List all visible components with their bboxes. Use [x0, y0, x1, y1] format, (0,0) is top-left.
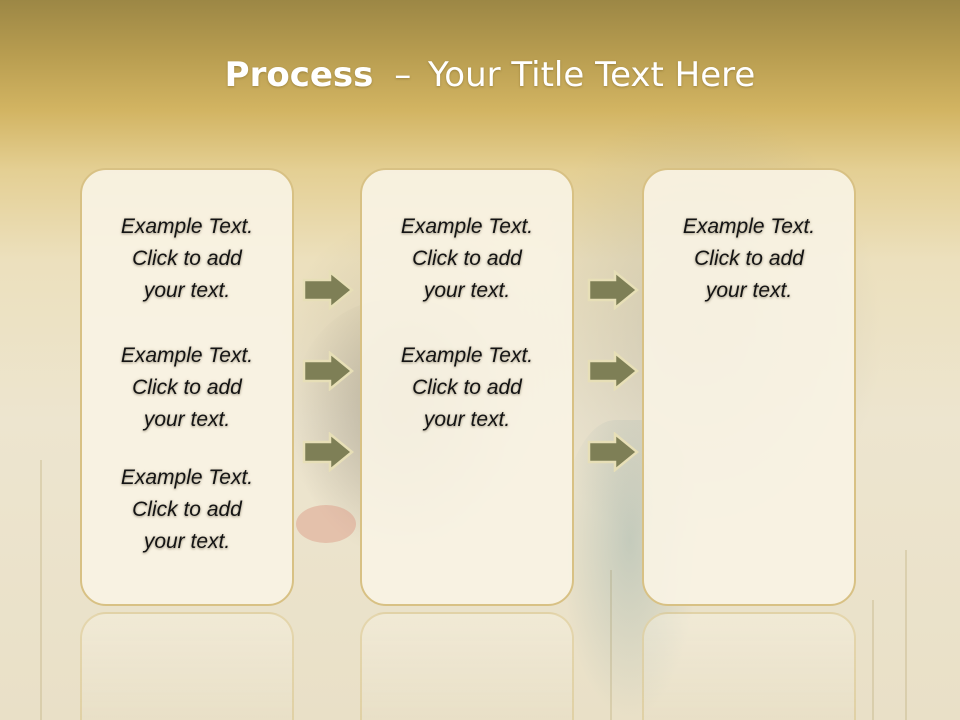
text-line: Example Text. [400, 344, 534, 367]
slide-title[interactable]: Process – Your Title Text Here [0, 52, 960, 98]
box-reflection [80, 612, 294, 720]
text-line: Example Text. [682, 215, 816, 238]
text-placeholder[interactable]: Example Text. Click to add your text. [362, 340, 572, 436]
text-line: your text. [423, 408, 511, 431]
text-placeholder[interactable]: Example Text. Click to add your text. [82, 340, 292, 436]
text-line: Click to add [412, 247, 522, 270]
grass-blade [905, 550, 907, 720]
process-box-2[interactable]: Example Text. Click to add your text. Ex… [360, 168, 574, 606]
text-line: Example Text. [120, 466, 254, 489]
text-line: your text. [143, 279, 231, 302]
text-line: Example Text. [400, 215, 534, 238]
text-line: Example Text. [120, 344, 254, 367]
text-placeholder[interactable]: Example Text. Click to add your text. [362, 211, 572, 307]
title-text: Your Title Text Here [428, 55, 756, 95]
text-line: Click to add [412, 376, 522, 399]
right-arrow-icon[interactable] [302, 270, 354, 310]
text-placeholder[interactable]: Example Text. Click to add your text. [82, 462, 292, 558]
process-box-3[interactable]: Example Text. Click to add your text. [642, 168, 856, 606]
text-line: your text. [143, 408, 231, 431]
text-placeholder[interactable]: Example Text. Click to add your text. [644, 211, 854, 307]
grass-blade [40, 460, 42, 720]
right-arrow-icon[interactable] [587, 270, 639, 310]
right-arrow-icon[interactable] [587, 351, 639, 391]
text-line: your text. [143, 530, 231, 553]
title-bold: Process [224, 55, 374, 95]
text-placeholder[interactable]: Example Text. Click to add your text. [82, 211, 292, 307]
box-reflection [642, 612, 856, 720]
process-box-1[interactable]: Example Text. Click to add your text. Ex… [80, 168, 294, 606]
background-photo-dog-tongue [296, 505, 356, 543]
right-arrow-icon[interactable] [302, 351, 354, 391]
text-line: Click to add [132, 376, 242, 399]
text-line: your text. [423, 279, 511, 302]
text-line: Click to add [694, 247, 804, 270]
title-dash: – [394, 55, 412, 95]
text-line: Click to add [132, 247, 242, 270]
right-arrow-icon[interactable] [302, 432, 354, 472]
box-reflection [360, 612, 574, 720]
text-line: Example Text. [120, 215, 254, 238]
text-line: your text. [705, 279, 793, 302]
grass-blade [872, 600, 874, 720]
right-arrow-icon[interactable] [587, 432, 639, 472]
grass-blade [610, 570, 612, 720]
text-line: Click to add [132, 498, 242, 521]
